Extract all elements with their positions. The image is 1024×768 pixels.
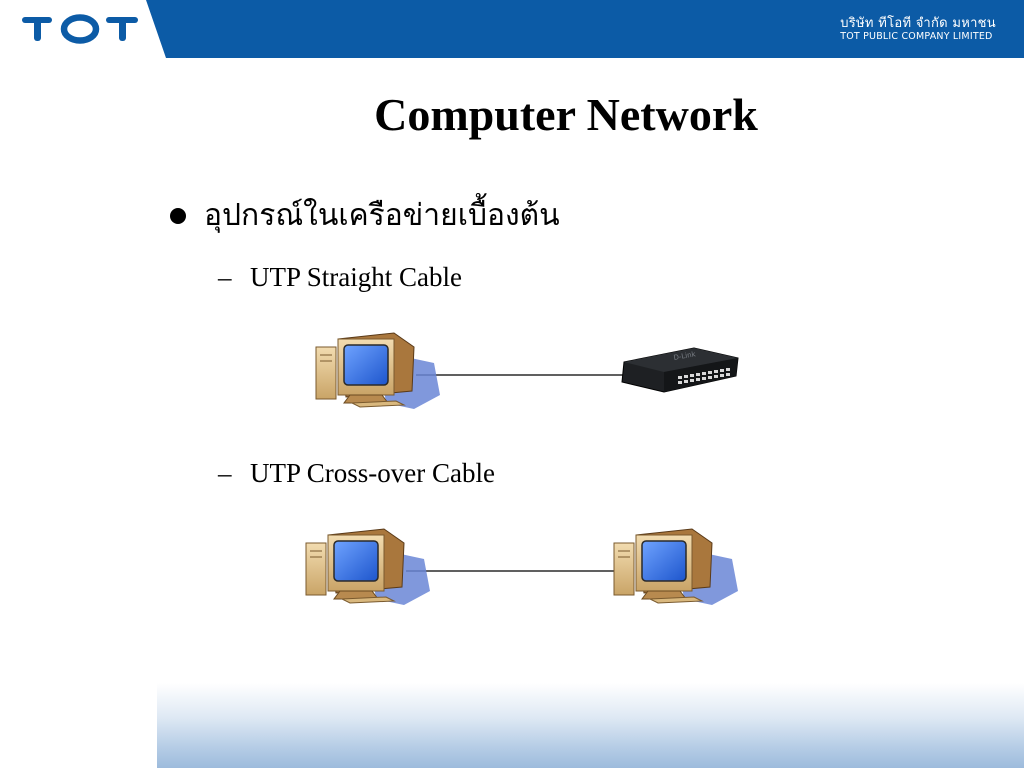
computer-icon [613,528,739,606]
switch-brand-label: D-Link [673,350,697,362]
tot-logo [22,14,138,44]
computer-icon [305,528,431,606]
footer-gradient [157,683,1024,768]
network-switch-icon: D-Link [621,347,739,393]
header-band: บริษัท ทีโอที จำกัด มหาชน TOT PUBLIC COM… [0,0,1024,58]
company-name: บริษัท ทีโอที จำกัด มหาชน TOT PUBLIC COM… [840,16,996,43]
computer-icon [315,332,441,410]
company-name-thai: บริษัท ทีโอที จำกัด มหาชน [840,16,996,31]
subitem-text: UTP Straight Cable [250,262,462,292]
subitem-dash: – [218,262,232,292]
subitem-dash: – [218,458,232,488]
subitem-crossover-cable: – UTP Cross-over Cable [218,458,495,489]
company-name-english: TOT PUBLIC COMPANY LIMITED [840,31,993,42]
bullet-text: อุปกรณ์ในเครือข่ายเบื้องต้น [204,198,560,233]
header-bar [0,0,1024,58]
subitem-straight-cable: – UTP Straight Cable [218,262,462,293]
bullet-item: อุปกรณ์ในเครือข่ายเบื้องต้น [170,192,560,239]
logo-panel [0,0,166,58]
bullet-dot [170,207,186,224]
subitem-text: UTP Cross-over Cable [250,458,495,488]
slide-title: Computer Network [374,89,758,140]
